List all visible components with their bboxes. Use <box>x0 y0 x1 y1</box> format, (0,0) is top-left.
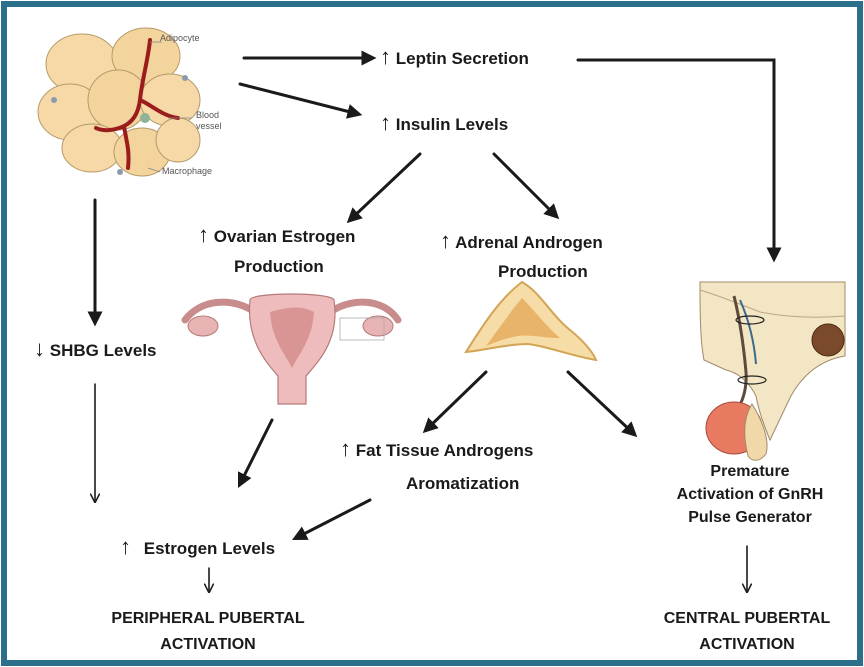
fat-label-line1: Fat Tissue Androgens <box>356 441 534 460</box>
central-node: CENTRAL PUBERTAL ACTIVATION <box>636 606 858 658</box>
arrow-leptin-to-pituitary <box>578 60 774 258</box>
pituitary-gland-icon <box>700 282 845 460</box>
peripheral-label-line2: ACTIVATION <box>88 632 328 658</box>
central-label-line2: ACTIVATION <box>636 632 858 658</box>
peripheral-label-line1: PERIPHERAL PUBERTAL <box>88 606 328 632</box>
uterus-icon <box>185 294 398 404</box>
central-label-line1: CENTRAL PUBERTAL <box>636 606 858 632</box>
arrow-adrenal-to-fat <box>426 372 486 430</box>
estrogen-node: ↑ Estrogen Levels <box>120 534 275 560</box>
estrogen-label: Estrogen Levels <box>144 539 275 558</box>
arrow-adipose-to-insulin <box>240 84 358 114</box>
fat-node: ↑ Fat Tissue Androgens <box>340 436 533 462</box>
arrow-insulin-to-adrenal <box>494 154 556 216</box>
peripheral-node: PERIPHERAL PUBERTAL ACTIVATION <box>88 606 328 658</box>
ovarian-node: ↑ Ovarian Estrogen <box>198 222 355 248</box>
shbg-label: SHBG Levels <box>50 341 157 360</box>
ovarian-label-line2: Production <box>234 257 324 277</box>
adrenal-label-line2: Production <box>498 262 588 282</box>
gnrh-label-line2: Activation of GnRH <box>662 483 838 506</box>
insulin-node: ↑ Insulin Levels <box>380 110 508 136</box>
fat-up-arrow: ↑ <box>340 436 351 461</box>
arrow-fat-to-estrogen <box>296 500 370 538</box>
estrogen-up-arrow: ↑ <box>120 534 131 559</box>
adrenal-node: ↑ Adrenal Androgen <box>440 228 603 254</box>
arrow-insulin-to-ovarian <box>350 154 420 220</box>
adrenal-up-arrow: ↑ <box>440 228 451 253</box>
gnrh-node: Premature Activation of GnRH Pulse Gener… <box>662 460 838 529</box>
insulin-label: Insulin Levels <box>396 115 508 134</box>
arrow-uterus-to-estrogen <box>240 420 272 484</box>
insulin-up-arrow: ↑ <box>380 110 391 135</box>
leptin-label: Leptin Secretion <box>396 49 529 68</box>
ovarian-up-arrow: ↑ <box>198 222 209 247</box>
shbg-down-arrow: ↓ <box>34 336 45 361</box>
macrophage-label: Macrophage <box>162 166 212 176</box>
fat-label-line2: Aromatization <box>406 474 519 494</box>
adipose-tissue-icon <box>38 28 200 176</box>
adipocyte-label: Adipocyte <box>160 33 200 43</box>
blood-vessel-label-2: vessel <box>196 121 222 131</box>
ovarian-label-line1: Ovarian Estrogen <box>214 227 356 246</box>
adrenal-label-line1: Adrenal Androgen <box>455 233 603 252</box>
shbg-node: ↓ SHBG Levels <box>34 336 157 362</box>
arrow-adrenal-to-gnrh <box>568 372 634 434</box>
gnrh-label-line3: Pulse Generator <box>662 506 838 529</box>
blood-vessel-label-1: Blood <box>196 110 219 120</box>
gnrh-label-line1: Premature <box>662 460 838 483</box>
adrenal-gland-icon <box>466 282 596 360</box>
leptin-node: ↑ Leptin Secretion <box>380 44 529 70</box>
leptin-up-arrow: ↑ <box>380 44 391 69</box>
